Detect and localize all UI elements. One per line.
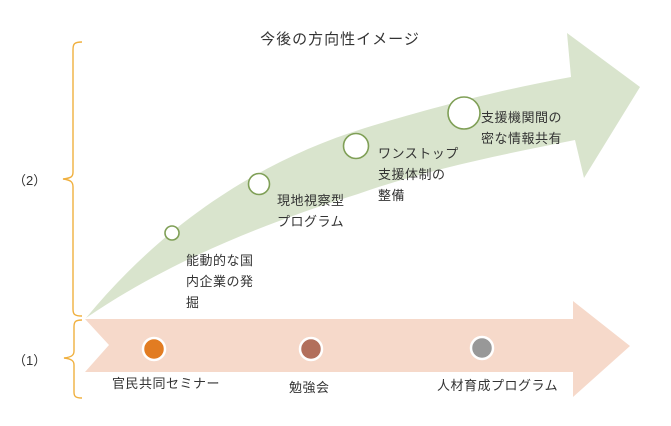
bracket-label-lower: （1） — [13, 353, 47, 368]
milestone-label-1: 能動的な国 内企業の発 掘 — [186, 253, 254, 310]
bracket-label-upper: （2） — [13, 173, 47, 188]
milestone-circle-3 — [342, 132, 370, 160]
milestone-circle-2 — [247, 172, 271, 196]
baseline-dot-1 — [141, 336, 167, 362]
baseline-dots — [141, 335, 495, 362]
growth-arrow-shape — [86, 33, 640, 318]
baseline-dot-2 — [298, 336, 324, 362]
milestone-label-3: ワンストップ 支援体制の 整備 — [378, 146, 459, 203]
baseline-label-3: 人材育成プログラム — [437, 378, 559, 393]
bracket-lower — [63, 319, 83, 399]
baseline-label-1: 官民共同セミナー — [112, 376, 221, 391]
milestone-label-2: 現地視察型 プログラム — [277, 193, 345, 229]
baseline-label-2: 勉強会 — [289, 380, 330, 395]
bracket-upper — [62, 41, 83, 317]
milestone-circle-4 — [447, 96, 481, 130]
side-brackets — [62, 41, 83, 399]
diagram-title: 今後の方向性イメージ — [260, 31, 420, 48]
milestone-circles — [164, 96, 481, 241]
baseline-dot-3 — [469, 335, 495, 361]
milestone-label-4: 支援機関間の 密な情報共有 — [481, 110, 563, 146]
milestone-circle-1 — [164, 225, 180, 241]
baseline-arrow-shape — [85, 301, 630, 397]
